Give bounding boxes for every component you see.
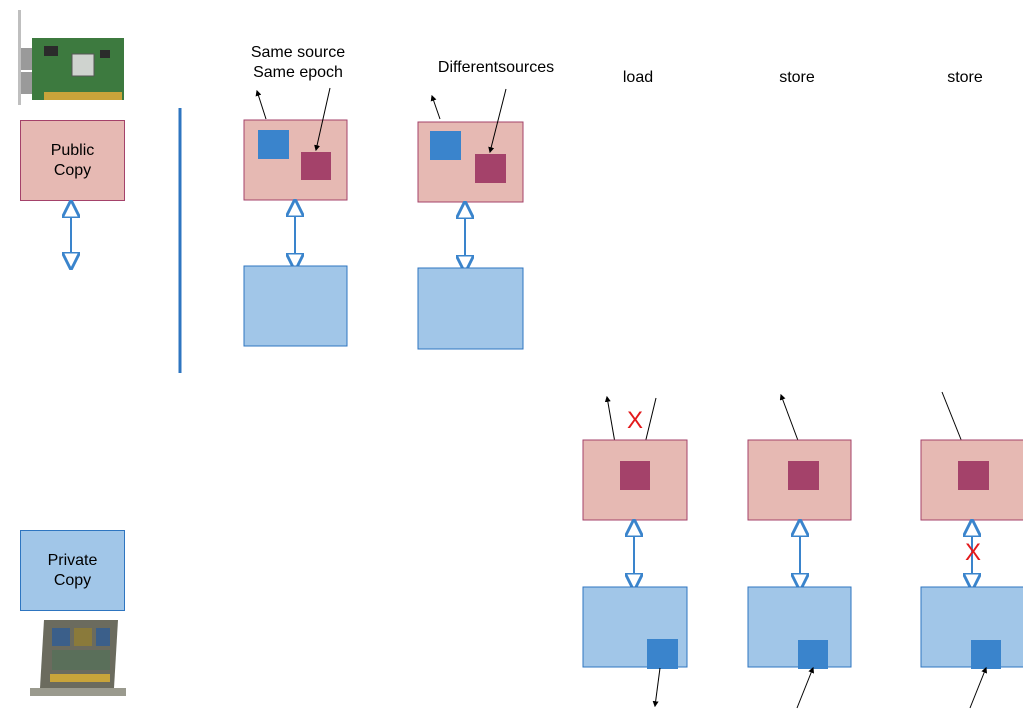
pointer-arrow — [796, 666, 815, 709]
blue-block — [430, 131, 461, 160]
private-copy-box — [417, 267, 524, 350]
different-sources-label: Differentsources — [437, 59, 555, 76]
pointer-arrow — [488, 88, 507, 154]
magenta-block — [958, 461, 989, 490]
pointer-arrow — [969, 666, 988, 709]
scenario-store-2 — [920, 391, 1023, 709]
blue-block — [258, 130, 289, 159]
magenta-block — [620, 461, 650, 490]
magenta-block — [301, 152, 331, 180]
blue-block — [647, 639, 678, 669]
public-copy-legend: Public Copy — [20, 120, 125, 201]
public-copy-label-line2: Copy — [53, 161, 92, 179]
magenta-block — [475, 154, 506, 183]
same-source-line2: Same epoch — [253, 64, 343, 81]
public-copy-label-line1: Public — [50, 141, 95, 159]
load-label: load — [622, 69, 654, 86]
blue-block — [971, 640, 1001, 669]
processor-chip-icon — [30, 620, 126, 696]
magenta-block — [788, 461, 819, 490]
private-copy-box — [243, 265, 348, 347]
pointer-arrow — [652, 667, 661, 708]
scenario-same-source — [243, 87, 348, 347]
private-copy-legend: Private Copy — [20, 530, 125, 611]
private-copy-label-line1: Private — [47, 551, 98, 569]
scenario-store-1 — [747, 393, 852, 709]
same-source-line1: Same source — [250, 44, 346, 61]
pointer-arrow — [430, 94, 441, 120]
store-label-2: store — [947, 69, 983, 86]
pointer-arrow — [314, 87, 331, 152]
same-source-label: Same source Same epoch — [228, 43, 368, 83]
private-copy-label-line2: Copy — [53, 571, 92, 589]
store-label-1: store — [779, 69, 815, 86]
scenario-load — [582, 395, 688, 708]
pointer-arrow — [255, 89, 267, 120]
load-blocked-mark: X — [626, 407, 643, 434]
scenario-different-sources — [417, 88, 524, 350]
network-card-icon — [18, 10, 124, 105]
store-sync-blocked-mark: X — [964, 539, 981, 566]
blue-block — [798, 640, 828, 669]
